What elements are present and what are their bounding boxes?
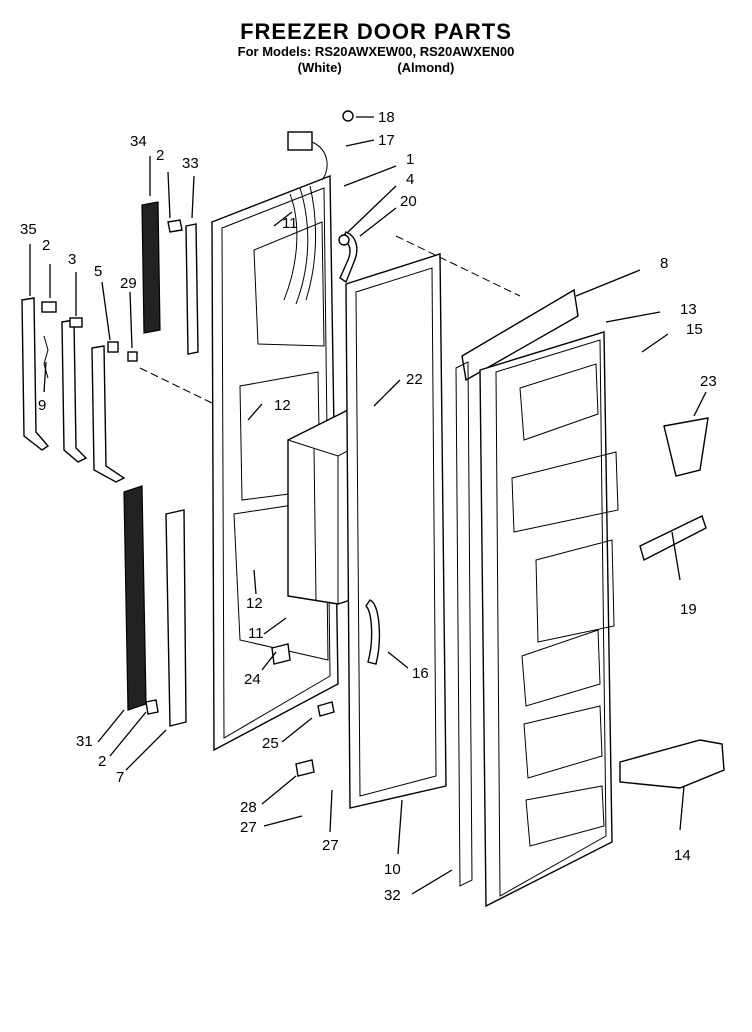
alignment-line (395, 235, 521, 297)
callout-11: 11 (248, 625, 264, 642)
door-liner-13 (455, 288, 619, 908)
handle-assembly-35 (21, 297, 138, 483)
callout-23: 23 (700, 373, 717, 390)
diagram-title: FREEZER DOOR PARTS (240, 19, 512, 44)
callout-2: 2 (156, 147, 164, 164)
hinge-28 (295, 759, 315, 777)
callout-27: 27 (240, 819, 257, 836)
callout-1: 1 (406, 151, 414, 168)
callout-28: 28 (240, 799, 257, 816)
tube-16 (365, 599, 381, 665)
callout-20: 20 (400, 193, 417, 210)
callout-32: 32 (384, 887, 401, 904)
callout-15: 15 (686, 321, 703, 338)
callout-7: 7 (116, 769, 124, 786)
color-variants: (White) (Almond) (0, 60, 752, 75)
callout-34: 34 (130, 133, 147, 150)
screw-19 (342, 110, 354, 122)
callout-13: 13 (680, 301, 697, 318)
bracket-25 (317, 701, 335, 717)
screw-4 (338, 234, 350, 246)
callout-12: 12 (246, 595, 263, 612)
gasket-frame-10 (345, 253, 447, 809)
callout-24: 24 (244, 671, 261, 688)
callout-11: 11 (282, 215, 298, 232)
callout-14: 14 (674, 847, 691, 864)
variant-white: (White) (297, 60, 342, 75)
callout-18: 19 (680, 601, 697, 618)
model-numbers: For Models: RS20AWXEW00, RS20AWXEN00 (237, 44, 515, 59)
callout-labels: 18 17 1 4 20 8 13 15 23 19 14 22 16 10 3… (20, 109, 717, 904)
diagram-header: FREEZER DOOR PARTS For Models: RS20AWXEW… (0, 19, 752, 76)
callout-9: 9 (38, 397, 46, 414)
callout-16: 16 (412, 665, 429, 682)
callout-19: 18 (378, 109, 395, 126)
callout-22: 22 (406, 371, 423, 388)
callout-31: 31 (76, 733, 93, 750)
trim-strip-34 (141, 201, 199, 355)
callout-10: 10 (384, 861, 401, 878)
callout-27: 27 (322, 837, 339, 854)
callout-8: 8 (660, 255, 668, 272)
alignment-line (139, 367, 215, 405)
callout-35: 35 (20, 221, 37, 238)
variant-almond: (Almond) (397, 60, 455, 75)
chute-23 (663, 417, 709, 477)
door-bin-14 (619, 739, 725, 789)
callout-17: 17 (378, 132, 395, 149)
trim-strip-31 (123, 485, 187, 727)
callout-5: 5 (94, 263, 102, 280)
callout-2: 2 (98, 753, 106, 770)
callout-3: 3 (68, 251, 76, 268)
leader-lines (29, 116, 707, 895)
callout-12: 12 (274, 397, 291, 414)
callout-29: 29 (120, 275, 137, 292)
callout-33: 33 (182, 155, 199, 172)
clip-24 (271, 643, 291, 665)
callout-4: 4 (406, 171, 414, 188)
callout-2: 2 (42, 237, 50, 254)
callout-25: 25 (262, 735, 279, 752)
